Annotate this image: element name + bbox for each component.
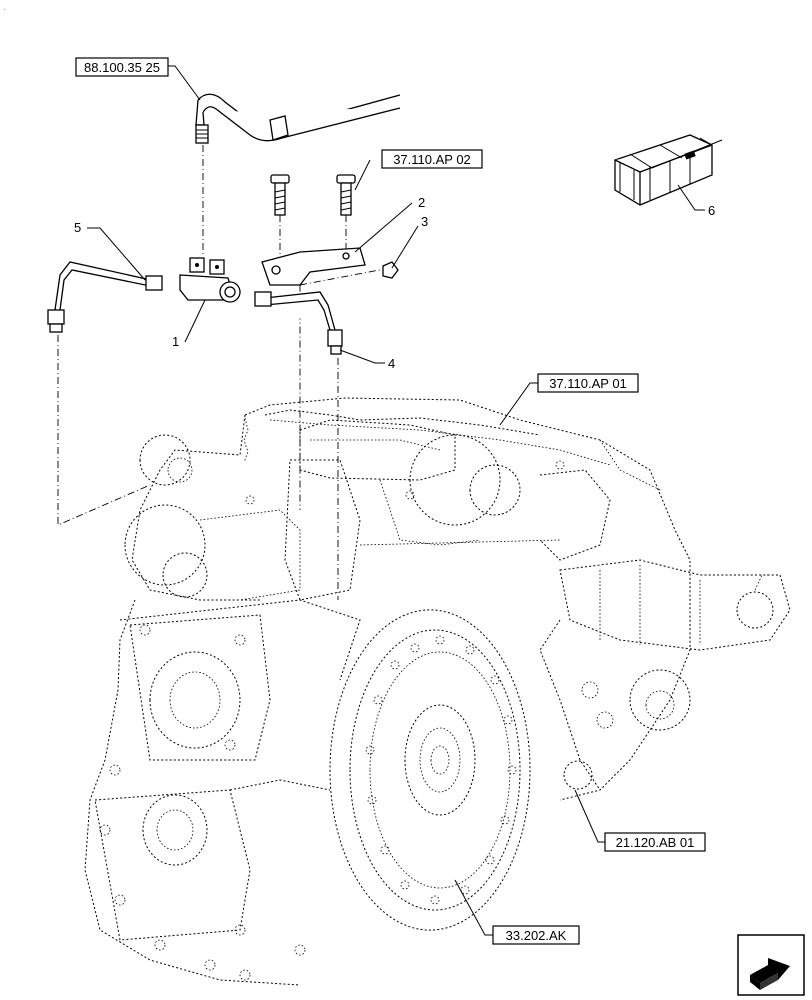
ref-88-100-35-25[interactable]: 88.100.35 25 xyxy=(75,57,169,77)
svg-text:33.202.AK: 33.202.AK xyxy=(506,928,567,943)
svg-text:37.110.AP 02: 37.110.AP 02 xyxy=(393,152,471,167)
callout-2: 2 xyxy=(418,195,425,210)
assembly-lines xyxy=(57,145,391,600)
pipe-part-5 xyxy=(47,261,163,333)
svg-text:21.120.AB 01: 21.120.AB 01 xyxy=(616,835,695,850)
corner-mark: . xyxy=(4,6,6,12)
svg-text:37.110.AP 01: 37.110.AP 01 xyxy=(549,376,627,391)
callout-6: 6 xyxy=(708,203,715,218)
bracket-bolts xyxy=(270,174,356,216)
ref-33-202-ak[interactable]: 33.202.AK xyxy=(492,925,580,945)
callout-4: 4 xyxy=(388,356,395,371)
ref-21-120-ab-01[interactable]: 21.120.AB 01 xyxy=(604,832,706,852)
next-page-arrow-icon[interactable] xyxy=(737,934,805,996)
ref-37-110-ap-02[interactable]: 37.110.AP 02 xyxy=(381,149,483,169)
svg-text:88.100.35 25: 88.100.35 25 xyxy=(84,60,160,75)
ref-37-110-ap-01[interactable]: 37.110.AP 01 xyxy=(537,373,639,393)
callout-3: 3 xyxy=(421,214,428,229)
crate-part-6 xyxy=(614,134,723,206)
hose-assembly xyxy=(195,93,401,144)
valve-part-1 xyxy=(179,257,241,303)
callout-5: 5 xyxy=(74,220,81,235)
leader-lines xyxy=(87,65,705,936)
callout-1: 1 xyxy=(172,334,179,349)
bracket-part-2 xyxy=(261,247,366,286)
nut-part-3 xyxy=(382,261,399,279)
transmission-assembly-ghost xyxy=(84,397,791,986)
pipe-part-4 xyxy=(254,291,343,355)
